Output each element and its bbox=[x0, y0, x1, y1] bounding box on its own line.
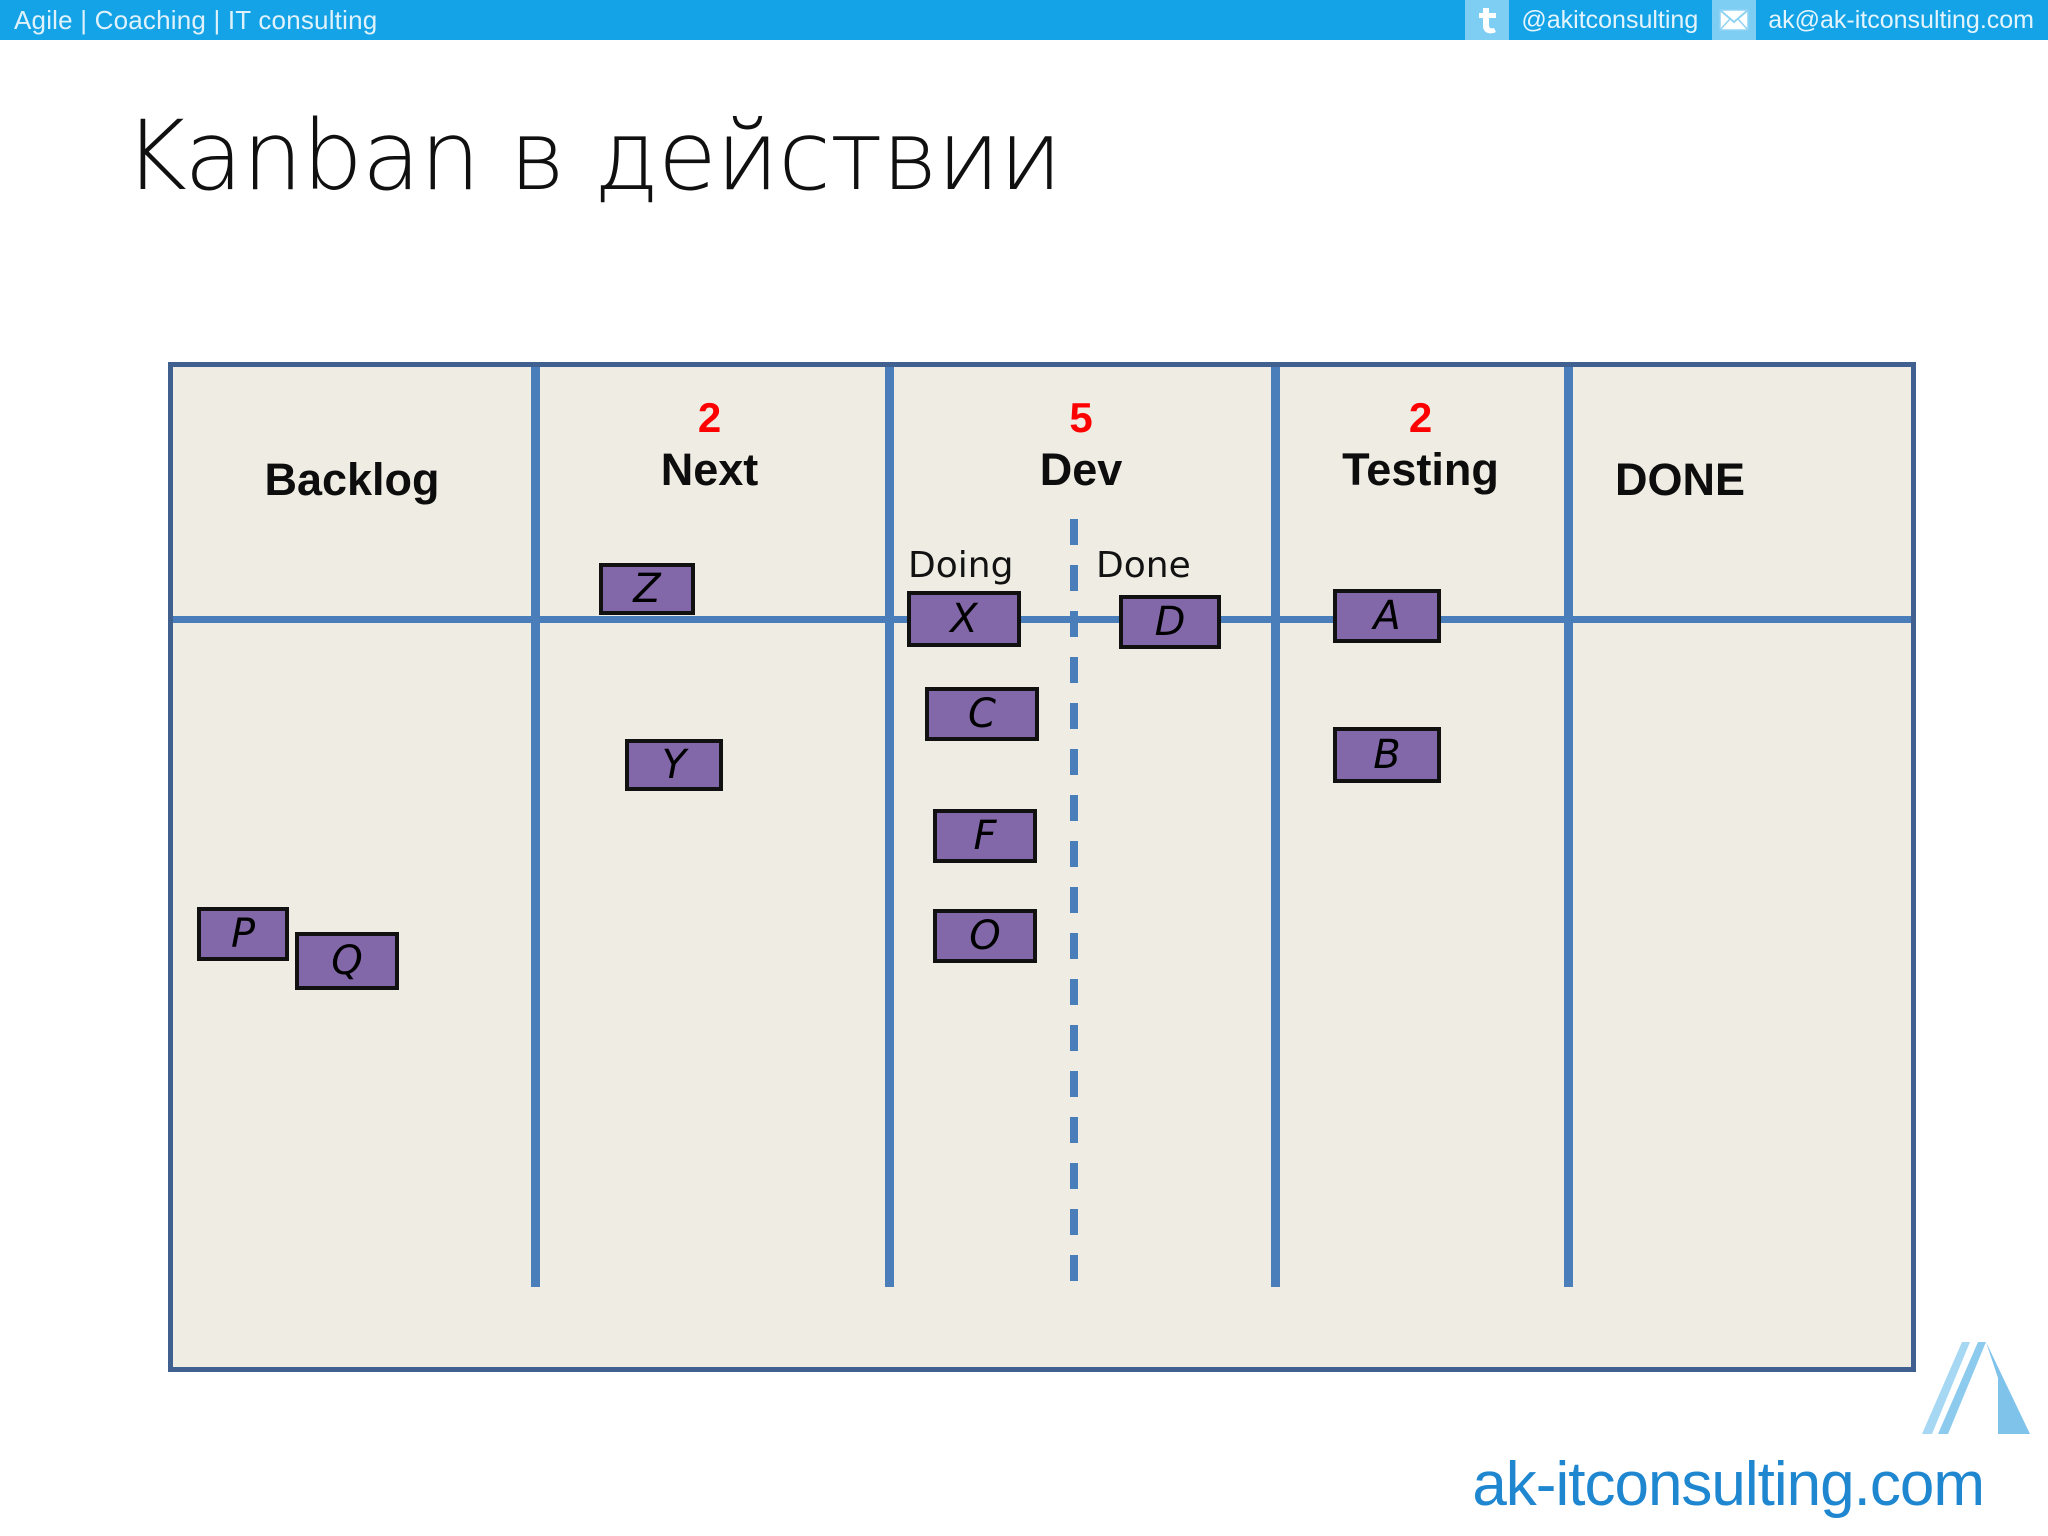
wip-limit-next: 2 bbox=[697, 394, 722, 441]
column-title-dev: Dev bbox=[1039, 444, 1123, 495]
footer-url[interactable]: ak-itconsulting.com bbox=[1472, 1450, 1985, 1519]
twitter-bird-icon bbox=[1465, 0, 1510, 40]
subcolumn-title-doing: Doing bbox=[908, 545, 1014, 586]
card-y[interactable]: Y bbox=[625, 739, 723, 791]
card-a[interactable]: A bbox=[1333, 589, 1441, 643]
kanban-board: Backlog 2 Next 5 Dev Doing Done 2 Testin… bbox=[168, 362, 1916, 1372]
column-divider-next-dev bbox=[885, 367, 894, 1287]
twitter-handle: @akitconsulting bbox=[1521, 5, 1699, 34]
card-q[interactable]: Q bbox=[295, 932, 399, 990]
card-z[interactable]: Z bbox=[599, 563, 695, 615]
page-title: Kanban в действии bbox=[124, 100, 1062, 212]
card-f[interactable]: F bbox=[933, 809, 1037, 863]
subcolumn-divider-doing-done bbox=[1070, 519, 1078, 1287]
card-p[interactable]: P bbox=[197, 907, 289, 961]
banner-tagline: Agile | Coaching | IT consulting bbox=[14, 4, 378, 35]
card-o[interactable]: O bbox=[933, 909, 1037, 963]
column-divider-backlog-next bbox=[531, 367, 540, 1287]
wip-limit-testing: 2 bbox=[1408, 394, 1433, 441]
column-header-testing: 2 Testing bbox=[1274, 367, 1567, 623]
email-contact[interactable]: ak@ak-itconsulting.com bbox=[1712, 0, 2048, 40]
column-header-next: 2 Next bbox=[531, 367, 888, 623]
board-header-row: Backlog 2 Next 5 Dev Doing Done 2 Testin… bbox=[173, 367, 1911, 623]
column-header-done: DONE bbox=[1567, 367, 1911, 623]
ak-triangle-logo bbox=[1922, 1342, 2030, 1434]
column-title-done: DONE bbox=[1615, 454, 1746, 505]
card-b[interactable]: B bbox=[1333, 727, 1441, 783]
column-divider-testing-done bbox=[1564, 367, 1573, 1287]
column-title-next: Next bbox=[660, 444, 759, 495]
wip-limit-dev: 5 bbox=[1069, 394, 1093, 441]
column-divider-dev-testing bbox=[1271, 367, 1280, 1287]
column-header-dev: 5 Dev Doing Done bbox=[888, 367, 1274, 623]
envelope-icon bbox=[1712, 0, 1757, 40]
top-banner: Agile | Coaching | IT consulting @akitco… bbox=[0, 0, 2048, 40]
subcolumn-title-done: Done bbox=[1096, 545, 1191, 586]
column-title-backlog: Backlog bbox=[264, 454, 440, 505]
email-address: ak@ak-itconsulting.com bbox=[1768, 5, 2034, 34]
card-x[interactable]: X bbox=[907, 591, 1021, 647]
column-title-testing: Testing bbox=[1342, 444, 1499, 495]
banner-contact-group: @akitconsulting ak@ak-itconsulting.com bbox=[1465, 0, 2048, 40]
twitter-contact[interactable]: @akitconsulting bbox=[1465, 0, 1712, 40]
card-c[interactable]: C bbox=[925, 687, 1039, 741]
card-d[interactable]: D bbox=[1119, 595, 1221, 649]
column-header-backlog: Backlog bbox=[173, 367, 531, 623]
